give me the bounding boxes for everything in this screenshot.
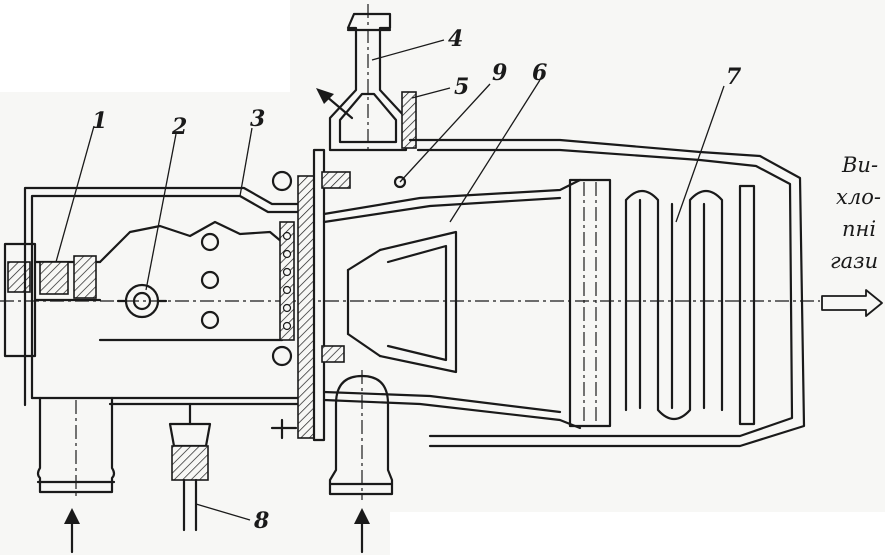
blank-corner-bottom-right: [390, 512, 885, 555]
label-part-4: 4: [448, 26, 463, 52]
exhaust-label-line-3: пні: [842, 217, 876, 241]
label-part-7: 7: [726, 64, 742, 90]
outlet-flow-arrow: [316, 88, 354, 120]
blower-assembly: [39, 255, 97, 299]
exhaust-arrow: [821, 289, 883, 317]
glow-plug: [116, 283, 168, 319]
exhaust-label-line-4: гази: [830, 249, 878, 273]
label-part-8: 8: [253, 508, 269, 534]
water-outlet: [328, 4, 408, 152]
exhaust-label-line-2: хло-: [836, 185, 881, 209]
flame-cone: [346, 230, 458, 374]
leader-lines: [55, 39, 725, 521]
label-part-9: 9: [492, 60, 507, 86]
label-part-3: 3: [250, 106, 265, 132]
heat-exchanger: [568, 178, 756, 428]
water-inlet-arrow: [354, 508, 370, 554]
label-part-1: 1: [92, 108, 107, 134]
air-inlet-arrow: [64, 508, 80, 554]
exhaust-label-line-1: Ви-: [841, 153, 878, 177]
blank-corner-top-left: [0, 0, 290, 92]
water-inlet-pipe: [328, 370, 394, 500]
label-part-6: 6: [532, 60, 547, 86]
bolt-holes: [200, 232, 220, 330]
central-flange: [270, 148, 351, 442]
air-inlet-pipe: [36, 396, 116, 500]
perforated-wall: [279, 221, 295, 341]
label-part-2: 2: [171, 114, 187, 140]
label-part-5: 5: [454, 74, 469, 100]
water-jacket: [401, 91, 806, 448]
fuel-nozzle: [168, 402, 212, 532]
